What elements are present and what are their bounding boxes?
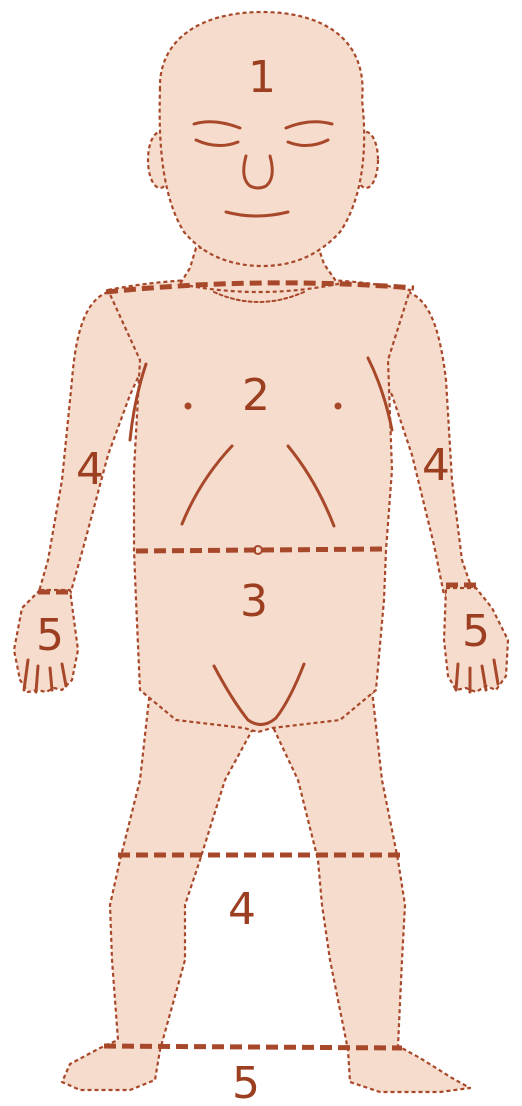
left-hand-region-label: 5 xyxy=(36,610,64,661)
left-leg xyxy=(62,690,255,1090)
right-nipple xyxy=(335,403,342,410)
chest-region-label: 2 xyxy=(242,370,270,421)
right-arm-region-label: 4 xyxy=(422,440,450,491)
lower-leg-region-label: 4 xyxy=(228,884,256,935)
torso xyxy=(108,279,410,732)
right-hand-region-label: 5 xyxy=(462,606,490,657)
right-leg xyxy=(272,690,470,1092)
left-arm-region-label: 4 xyxy=(76,444,104,495)
abdomen-region-label: 3 xyxy=(240,576,268,627)
feet-region-label: 5 xyxy=(232,1058,260,1106)
head xyxy=(160,12,365,266)
left-nipple xyxy=(185,403,192,410)
head-region-label: 1 xyxy=(248,52,276,103)
ankle-divider xyxy=(104,1046,402,1048)
